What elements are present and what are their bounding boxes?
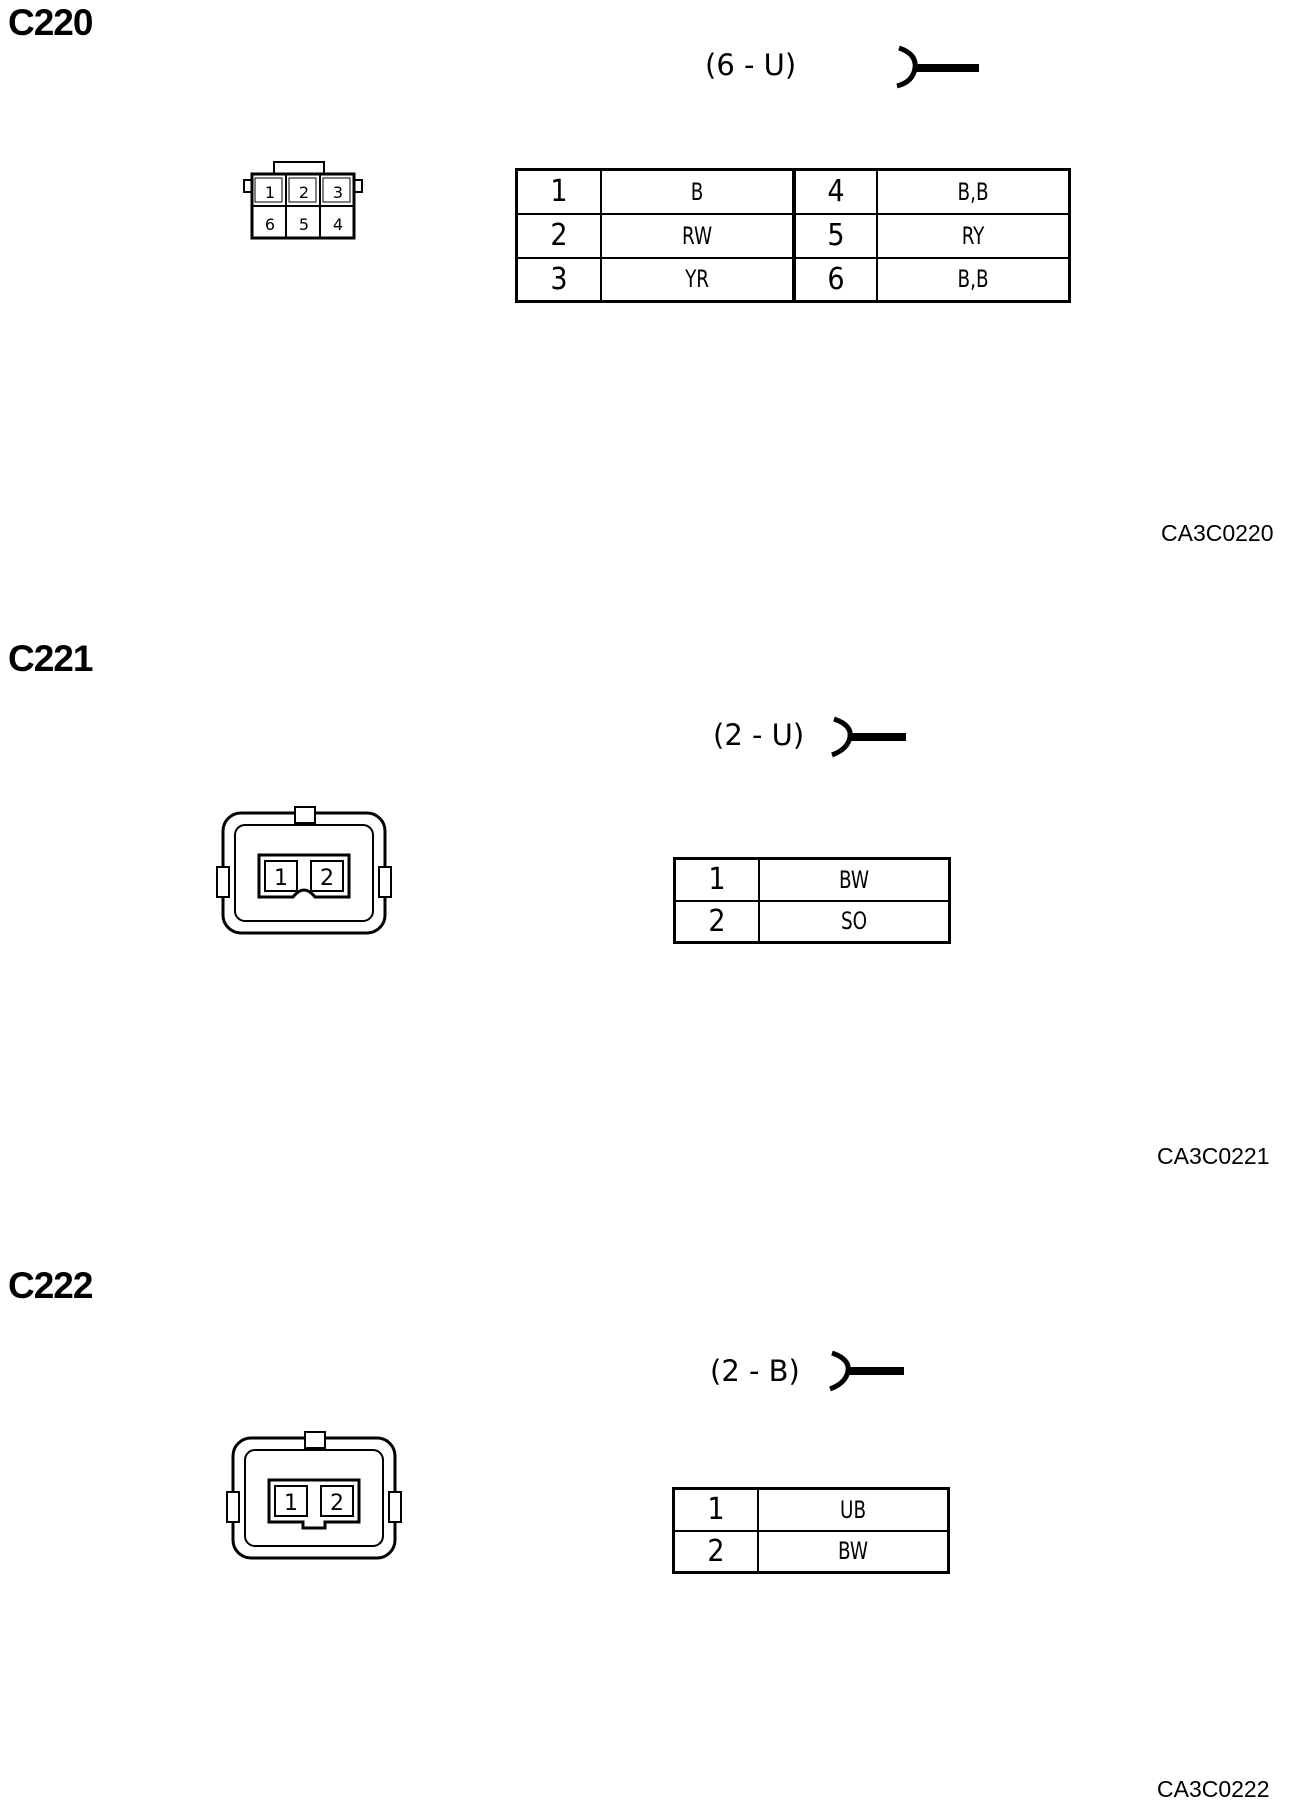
connector-spec-c222: (2 - B) xyxy=(710,1354,800,1388)
table-row: 1 B 4 B,B xyxy=(515,168,1070,215)
pin-label: 6 xyxy=(265,215,275,234)
wire-color: BW xyxy=(772,857,937,902)
wire-color: RW xyxy=(614,212,781,259)
pin-number: 2 xyxy=(673,899,760,944)
pin-label: 2 xyxy=(299,183,309,202)
pin-number: 1 xyxy=(673,857,760,902)
pin-label: 3 xyxy=(333,183,343,202)
section-title-c222: C222 xyxy=(8,1265,93,1306)
connector-spec-c221: (2 - U) xyxy=(713,718,805,752)
female-terminal-icon xyxy=(896,45,979,89)
table-row: 1 BW xyxy=(673,857,950,902)
pin-label: 2 xyxy=(330,1491,344,1516)
pin-number: 4 xyxy=(792,168,878,215)
table-row: 1 UB xyxy=(672,1487,949,1532)
reference-code-c222: CA3C0222 xyxy=(1157,1776,1270,1802)
table-row: 2 RW 5 RY xyxy=(515,212,1070,259)
pin-table-c221: 1 BW 2 SO xyxy=(673,857,951,944)
pin-number: 5 xyxy=(792,212,878,259)
pin-label: 5 xyxy=(299,215,309,234)
section-title-c221: C221 xyxy=(8,638,93,679)
female-terminal-icon xyxy=(831,716,906,758)
wire-color: YR xyxy=(614,256,781,303)
reference-code-c221: CA3C0221 xyxy=(1157,1143,1270,1169)
wire-color: B,B xyxy=(890,256,1056,303)
wire-color: SO xyxy=(772,899,937,944)
connector-spec-c220: (6 - U) xyxy=(705,48,797,82)
table-row: 2 SO xyxy=(673,899,950,944)
pin-table-c220: 1 B 4 B,B 2 RW 5 RY 3 YR 6 B,B xyxy=(515,168,1071,303)
pin-number: 6 xyxy=(792,256,878,303)
connector-face-c220: 1 2 3 6 5 4 xyxy=(243,161,363,240)
wire-color: BW xyxy=(771,1529,936,1574)
wire-color: RY xyxy=(890,212,1056,259)
section-title-c220: C220 xyxy=(8,2,93,43)
pin-label: 2 xyxy=(320,866,334,891)
pin-number: 1 xyxy=(672,1487,759,1532)
pin-number: 1 xyxy=(515,168,602,215)
pin-label: 1 xyxy=(274,866,288,891)
pin-label: 1 xyxy=(265,183,275,202)
pin-number: 2 xyxy=(672,1529,759,1574)
table-row: 2 BW xyxy=(672,1529,949,1574)
pin-number: 3 xyxy=(515,256,602,303)
pin-label: 1 xyxy=(284,1491,298,1516)
connector-face-c221: 1 2 xyxy=(216,806,392,935)
pin-number: 2 xyxy=(515,212,602,259)
wire-color: B,B xyxy=(890,168,1056,215)
connector-face-c222: 1 2 xyxy=(226,1431,402,1560)
wire-color: UB xyxy=(771,1487,936,1532)
reference-code-c220: CA3C0220 xyxy=(1161,520,1274,546)
female-terminal-icon xyxy=(829,1350,904,1392)
table-row: 3 YR 6 B,B xyxy=(515,256,1070,303)
pin-table-c222: 1 UB 2 BW xyxy=(672,1487,950,1574)
wire-color: B xyxy=(614,168,781,215)
pin-label: 4 xyxy=(333,215,343,234)
